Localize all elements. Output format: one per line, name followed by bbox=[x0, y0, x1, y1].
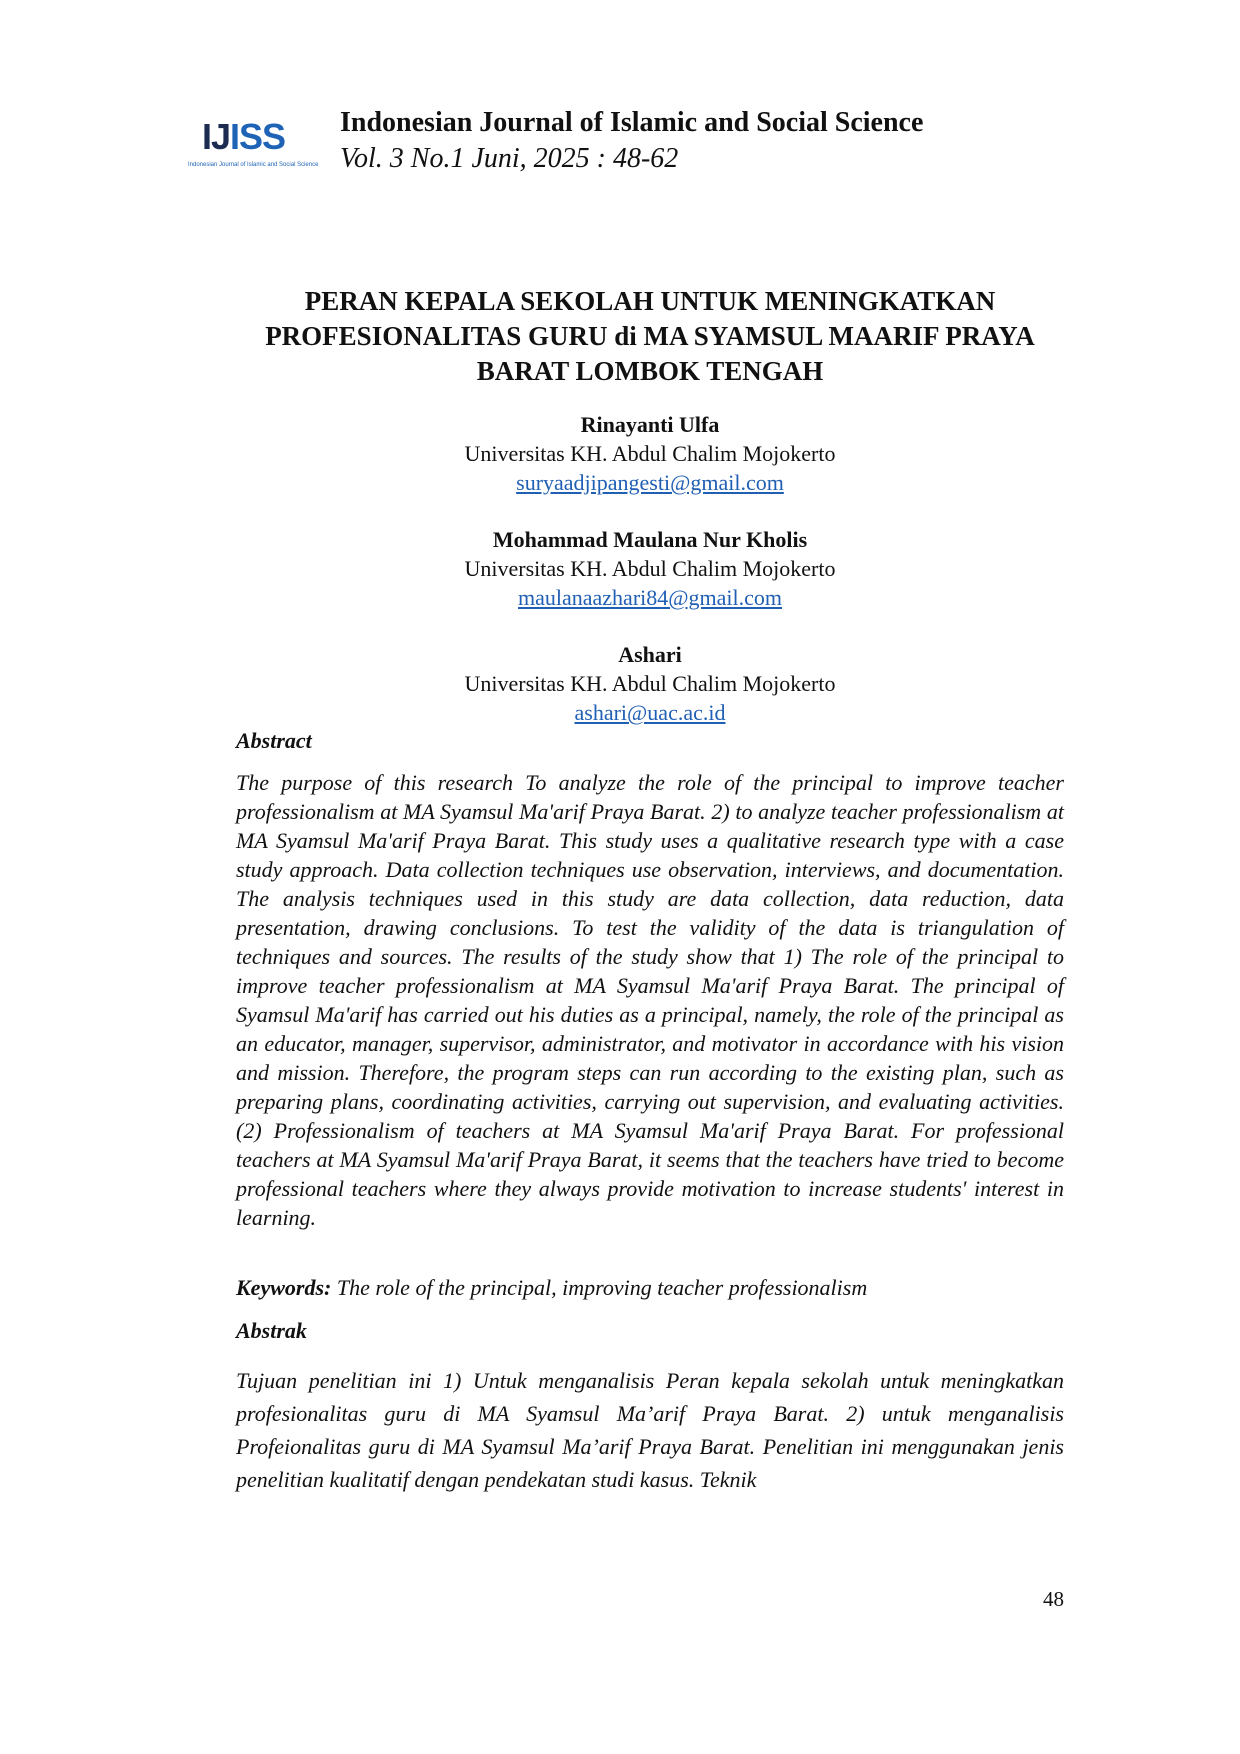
keywords-line: Keywords: The role of the principal, imp… bbox=[236, 1273, 1064, 1302]
keywords-label: Keywords: bbox=[236, 1275, 332, 1300]
logo-wordmark-ij: IJ bbox=[202, 116, 231, 157]
page-number: 48 bbox=[1043, 1587, 1064, 1611]
keywords-text: The role of the principal, improving tea… bbox=[336, 1275, 868, 1300]
logo-wordmark-iss: ISS bbox=[230, 116, 286, 157]
author-name: Ashari bbox=[618, 642, 682, 667]
journal-header: IJISS Indonesian Journal of Islamic and … bbox=[188, 106, 1088, 186]
journal-volume: Vol. 3 No.1 Juni, 2025 : 48-62 bbox=[340, 143, 679, 174]
author-name: Mohammad Maulana Nur Kholis bbox=[492, 527, 808, 552]
abstract-body: The purpose of this research To analyze … bbox=[236, 770, 1064, 1230]
journal-logo: IJISS Indonesian Journal of Islamic and … bbox=[188, 118, 328, 174]
journal-title: Indonesian Journal of Islamic and Social… bbox=[340, 107, 924, 138]
article-title: PERAN KEPALA SEKOLAH UNTUK MENINGKATKAN … bbox=[265, 286, 1035, 386]
author-block: Rinayanti Ulfa Universitas KH. Abdul Cha… bbox=[300, 410, 1000, 497]
author-affiliation: Universitas KH. Abdul Chalim Mojokerto bbox=[464, 441, 836, 466]
author-affiliation: Universitas KH. Abdul Chalim Mojokerto bbox=[464, 671, 836, 696]
author-name: Rinayanti Ulfa bbox=[580, 412, 720, 437]
author-affiliation: Universitas KH. Abdul Chalim Mojokerto bbox=[464, 556, 836, 581]
abstrak-heading: Abstrak bbox=[236, 1318, 307, 1343]
abstract-heading: Abstract bbox=[236, 728, 312, 753]
author-block: Ashari Universitas KH. Abdul Chalim Mojo… bbox=[300, 640, 1000, 727]
author-block: Mohammad Maulana Nur Kholis Universitas … bbox=[300, 525, 1000, 612]
author-email-link[interactable]: ashari@uac.ac.id bbox=[574, 700, 726, 725]
abstrak-body: Tujuan penelitian ini 1) Untuk menganali… bbox=[236, 1368, 1064, 1492]
author-email-link[interactable]: suryaadjipangesti@gmail.com bbox=[516, 470, 784, 495]
author-email-link[interactable]: maulanaazhari84@gmail.com bbox=[518, 585, 782, 610]
logo-tagline: Indonesian Journal of Islamic and Social… bbox=[188, 162, 319, 168]
author-list: Rinayanti Ulfa Universitas KH. Abdul Cha… bbox=[300, 410, 1000, 727]
logo-wordmark: IJISS bbox=[202, 116, 286, 157]
